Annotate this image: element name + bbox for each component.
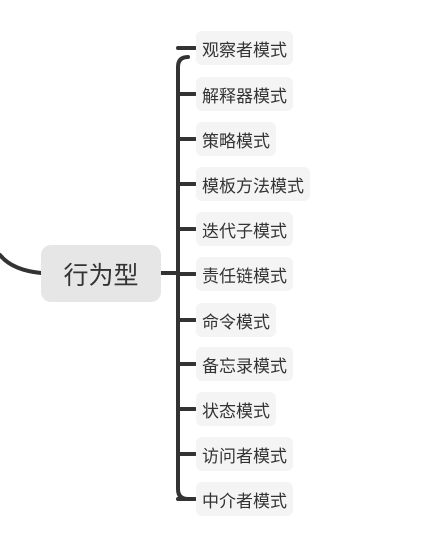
child-node-label: 访问者模式 xyxy=(202,446,287,467)
child-node-iterator[interactable]: 迭代子模式 xyxy=(196,212,293,246)
child-node-visitor[interactable]: 访问者模式 xyxy=(196,437,293,471)
child-ticks xyxy=(176,46,197,501)
child-node-label: 迭代子模式 xyxy=(202,221,287,242)
child-node-label: 策略模式 xyxy=(202,131,270,152)
child-node-memento[interactable]: 备忘录模式 xyxy=(196,347,293,381)
child-node-interpreter[interactable]: 解释器模式 xyxy=(196,77,293,111)
child-node-label: 模板方法模式 xyxy=(202,176,304,197)
root-node-label: 行为型 xyxy=(63,260,139,290)
child-node-observer[interactable]: 观察者模式 xyxy=(196,31,293,65)
child-node-label: 中介者模式 xyxy=(202,491,287,512)
child-node-state[interactable]: 状态模式 xyxy=(196,392,276,426)
child-node-chain-of-responsibility[interactable]: 责任链模式 xyxy=(196,257,293,291)
child-node-label: 解释器模式 xyxy=(202,86,287,107)
child-node-label: 备忘录模式 xyxy=(202,356,287,377)
root-node-behavioral[interactable]: 行为型 xyxy=(41,245,161,302)
child-node-command[interactable]: 命令模式 xyxy=(196,303,276,337)
child-node-label: 状态模式 xyxy=(202,401,270,422)
child-node-strategy[interactable]: 策略模式 xyxy=(196,122,276,156)
child-node-mediator[interactable]: 中介者模式 xyxy=(196,482,293,516)
child-node-label: 命令模式 xyxy=(202,312,270,333)
child-node-label: 观察者模式 xyxy=(202,40,287,61)
child-node-label: 责任链模式 xyxy=(202,266,287,287)
child-node-template-method[interactable]: 模板方法模式 xyxy=(196,167,310,201)
parent-connector xyxy=(0,253,43,275)
bracket-spine xyxy=(176,55,190,501)
